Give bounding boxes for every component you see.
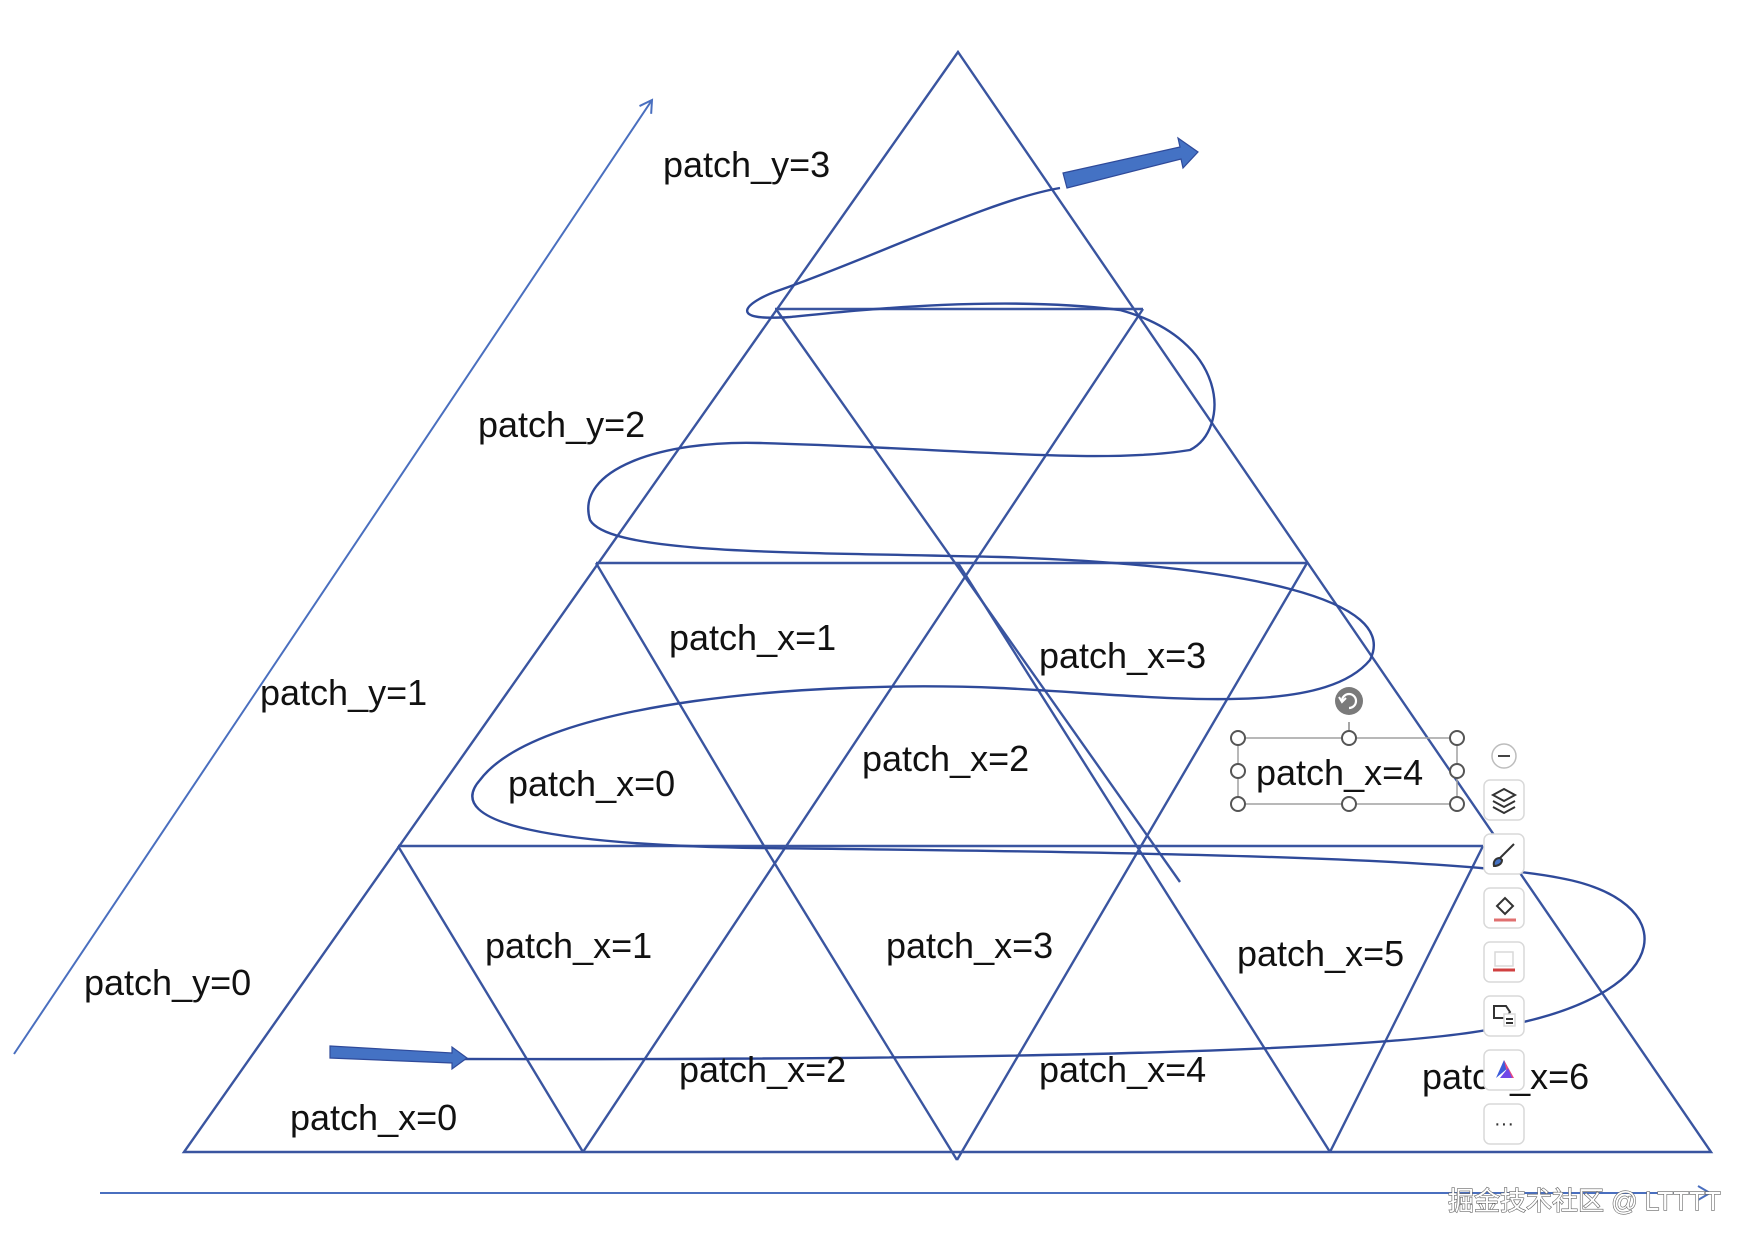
alt-text-button[interactable] bbox=[1483, 995, 1525, 1037]
label-row1-patch-x-3: patch_x=3 bbox=[1039, 635, 1206, 676]
floating-toolbar: ··· bbox=[1483, 743, 1525, 1145]
layers-button[interactable] bbox=[1483, 779, 1525, 821]
outer-triangle bbox=[181, 49, 1714, 1154]
recolor-icon bbox=[1494, 896, 1516, 922]
brush-button[interactable] bbox=[1483, 833, 1525, 875]
label-row1-patch-x-0: patch_x=0 bbox=[508, 763, 675, 804]
diagonal-h bbox=[1328, 845, 1485, 1153]
collapse-button[interactable] bbox=[1491, 743, 1517, 769]
label-patch-y-3: patch_y=3 bbox=[663, 144, 830, 185]
rotate-handle-icon[interactable] bbox=[1335, 687, 1363, 715]
label-row0-patch-x-4: patch_x=4 bbox=[1039, 1049, 1206, 1090]
scan-path-curve bbox=[454, 186, 1646, 1061]
resize-handle-top[interactable] bbox=[1341, 730, 1357, 746]
label-patch-y-0: patch_y=0 bbox=[84, 962, 251, 1003]
layers-icon bbox=[1490, 787, 1518, 815]
label-row0-patch-x-0: patch_x=0 bbox=[290, 1097, 457, 1138]
diagonal-d bbox=[762, 845, 959, 1161]
diagonal-b bbox=[594, 562, 766, 847]
triangle-lattice bbox=[181, 49, 1714, 1161]
diagonal-g bbox=[955, 562, 1309, 1161]
resize-handle-left[interactable] bbox=[1230, 763, 1246, 779]
designer-button[interactable] bbox=[1483, 1049, 1525, 1091]
label-row0-patch-x-1: patch_x=1 bbox=[485, 925, 652, 966]
resize-handle-bottom-left[interactable] bbox=[1230, 796, 1246, 812]
label-row1-patch-x-4[interactable]: patch_x=4 bbox=[1256, 752, 1423, 793]
designer-icon bbox=[1496, 1060, 1514, 1078]
more-icon: ··· bbox=[1494, 1113, 1514, 1135]
resize-handle-right[interactable] bbox=[1449, 763, 1465, 779]
brush-icon bbox=[1492, 843, 1515, 868]
diagonal-e bbox=[956, 562, 1332, 1153]
crop-button[interactable] bbox=[1483, 941, 1525, 983]
recolor-button[interactable] bbox=[1483, 887, 1525, 929]
label-row0-patch-x-3: patch_x=3 bbox=[886, 925, 1053, 966]
resize-handle-bottom-right[interactable] bbox=[1449, 796, 1465, 812]
start-arrow bbox=[329, 1045, 469, 1071]
diagonal-c bbox=[396, 845, 585, 1153]
more-options-button[interactable]: ··· bbox=[1483, 1103, 1525, 1145]
watermark-text: 掘金技术社区 @ LTTTT bbox=[1448, 1186, 1721, 1216]
alt-text-icon bbox=[1493, 1005, 1516, 1027]
label-row0-patch-x-5: patch_x=5 bbox=[1237, 933, 1404, 974]
resize-handle-top-right[interactable] bbox=[1449, 730, 1465, 746]
label-row0-patch-x-2: patch_x=2 bbox=[679, 1049, 846, 1090]
selection-box[interactable] bbox=[1230, 687, 1465, 812]
label-patch-y-1: patch_y=1 bbox=[260, 672, 427, 713]
diagonal-f bbox=[582, 308, 1144, 1153]
y-axis-arrow bbox=[13, 98, 654, 1055]
resize-handle-bottom[interactable] bbox=[1341, 796, 1357, 812]
label-row1-patch-x-2: patch_x=2 bbox=[862, 738, 1029, 779]
label-patch-y-2: patch_y=2 bbox=[478, 404, 645, 445]
crop-icon bbox=[1493, 951, 1515, 972]
labels: patch_y=3 patch_y=2 patch_y=1 patch_y=0 … bbox=[84, 144, 1589, 1138]
label-row1-patch-x-1: patch_x=1 bbox=[669, 617, 836, 658]
end-arrow bbox=[1062, 136, 1199, 189]
resize-handle-top-left[interactable] bbox=[1230, 730, 1246, 746]
